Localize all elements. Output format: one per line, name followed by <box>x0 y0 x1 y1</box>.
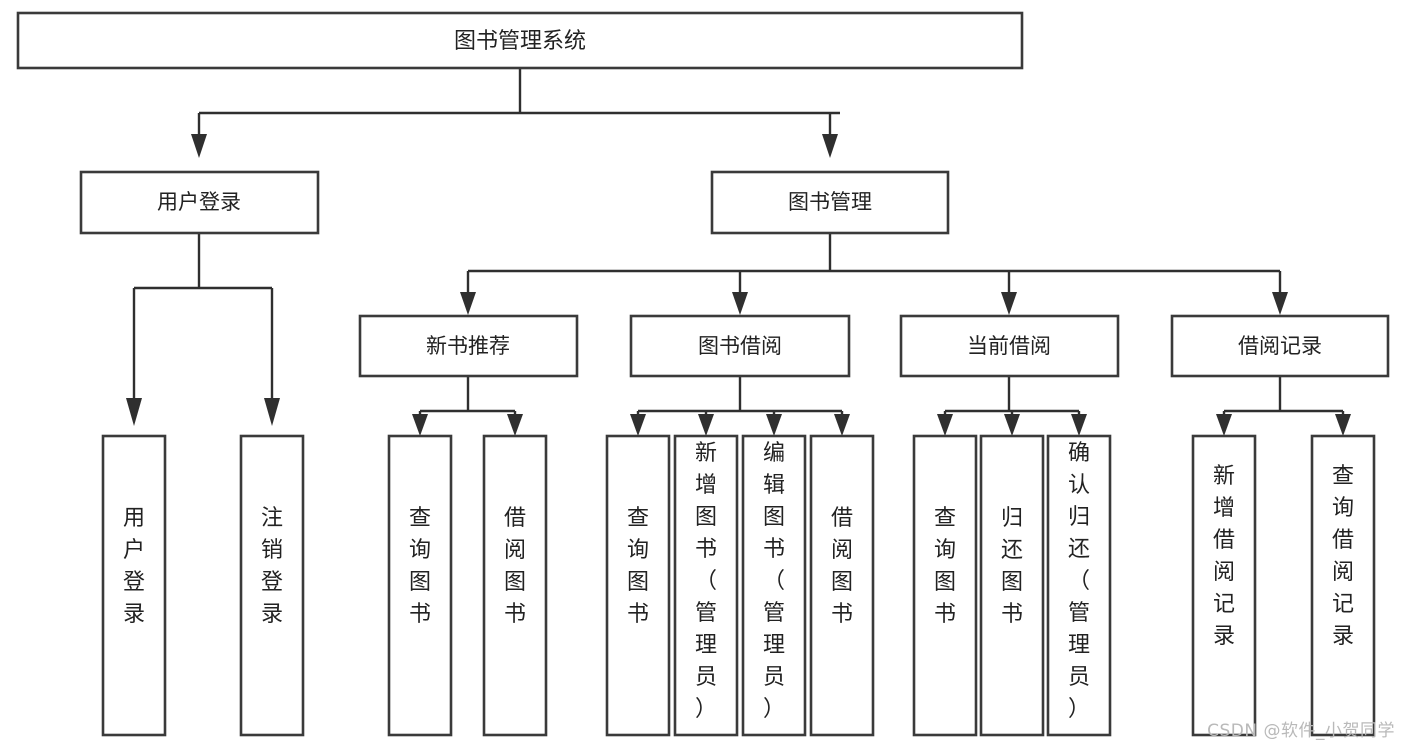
node-borrow-record[interactable]: 借阅记录 <box>1170 314 1390 378</box>
leaf-borrow-record-1-label: 查询借阅记录 <box>1332 464 1354 649</box>
leaf-borrow-record-1[interactable]: 查询借阅记录 <box>1310 434 1376 737</box>
connector-currentborrow-to-leaves <box>937 376 1087 436</box>
node-new-book-recommend[interactable]: 新书推荐 <box>358 314 579 378</box>
leaf-borrow-record-0-label: 新增借阅记录 <box>1213 464 1235 649</box>
connector-newbook-to-leaves <box>412 376 523 436</box>
node-user-login-label: 用户登录 <box>157 190 241 214</box>
connector-userlogin-to-leaves <box>126 233 280 426</box>
leaf-user-login-1[interactable]: 注销登录 <box>239 434 305 737</box>
node-current-borrow-label: 当前借阅 <box>967 334 1051 358</box>
leaf-new-book-recommend-1-label: 借阅图书 <box>504 506 526 627</box>
connector-bookborrow-to-leaves <box>630 376 850 436</box>
node-book-borrow-label: 图书借阅 <box>698 334 782 358</box>
leaf-book-borrow-2-label: 编辑图书（管理员） <box>763 441 785 722</box>
leaf-book-borrow-1[interactable]: 新增图书（管理员） <box>673 434 739 737</box>
leaf-current-borrow-2-label: 确认归还（管理员） <box>1068 441 1090 722</box>
node-book-management[interactable]: 图书管理 <box>710 170 950 235</box>
leaf-current-borrow-1-label: 归还图书 <box>1001 506 1023 627</box>
leaf-new-book-recommend-0-label: 查询图书 <box>409 506 431 627</box>
leaf-current-borrow-2[interactable]: 确认归还（管理员） <box>1046 434 1112 737</box>
node-book-borrow[interactable]: 图书借阅 <box>629 314 851 378</box>
leaf-borrow-record-0[interactable]: 新增借阅记录 <box>1191 434 1257 737</box>
leaf-current-borrow-1[interactable]: 归还图书 <box>979 434 1045 737</box>
leaf-user-login-0[interactable]: 用户登录 <box>101 434 167 737</box>
leaf-current-borrow-0[interactable]: 查询图书 <box>912 434 978 737</box>
node-root[interactable]: 图书管理系统 <box>16 11 1024 70</box>
node-book-management-label: 图书管理 <box>788 190 872 214</box>
node-borrow-record-label: 借阅记录 <box>1238 334 1322 358</box>
node-user-login[interactable]: 用户登录 <box>79 170 320 235</box>
node-new-book-recommend-label: 新书推荐 <box>426 334 510 358</box>
leaf-book-borrow-1-label: 新增图书（管理员） <box>695 441 717 722</box>
leaf-user-login-0-label: 用户登录 <box>123 506 145 627</box>
leaf-current-borrow-0-label: 查询图书 <box>934 506 956 627</box>
leaf-book-borrow-0[interactable]: 查询图书 <box>605 434 671 737</box>
leaf-book-borrow-2[interactable]: 编辑图书（管理员） <box>741 434 807 737</box>
leaf-user-login-1-label: 注销登录 <box>261 506 283 627</box>
leaf-book-borrow-0-label: 查询图书 <box>627 506 649 627</box>
connector-bookmgmt-to-level3 <box>460 233 1288 315</box>
leaf-new-book-recommend-1[interactable]: 借阅图书 <box>482 434 548 737</box>
leaf-new-book-recommend-0[interactable]: 查询图书 <box>387 434 453 737</box>
leaf-book-borrow-3[interactable]: 借阅图书 <box>809 434 875 737</box>
connector-borrowrecord-to-leaves <box>1216 376 1351 436</box>
node-root-label: 图书管理系统 <box>454 29 586 54</box>
watermark-text: CSDN @软件_小贺同学 <box>1207 721 1395 741</box>
leaf-book-borrow-3-label: 借阅图书 <box>831 506 853 627</box>
node-current-borrow[interactable]: 当前借阅 <box>899 314 1120 378</box>
connector-root-to-level2 <box>191 68 840 158</box>
